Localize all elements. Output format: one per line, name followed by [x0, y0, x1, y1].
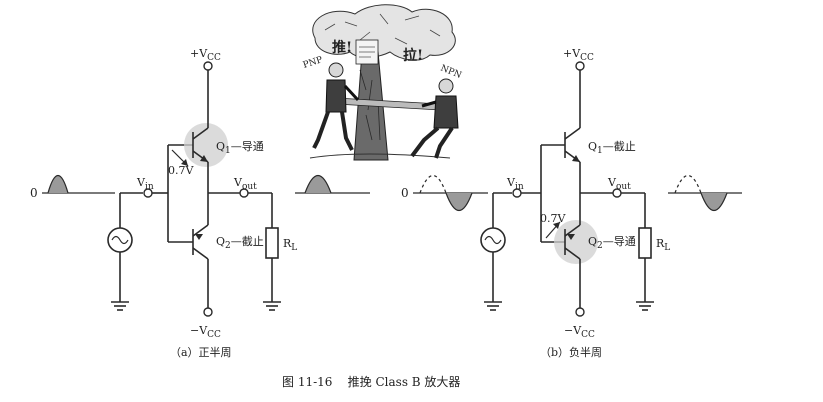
vout-label-b: Vout [607, 176, 631, 192]
zero-label-a: 0 [30, 186, 38, 200]
caption-b: （b）负半周 [540, 345, 602, 359]
vbe-label-a: 0.7V [168, 164, 194, 177]
vbe-arrow-b [545, 221, 561, 239]
push-shout: 推! [332, 39, 352, 56]
q2-label-a: Q2—截止 [216, 234, 264, 251]
vcc-plus-terminal-a [203, 61, 213, 71]
transistor-q2-b [554, 193, 598, 308]
vout-label-a: Vout [233, 176, 257, 192]
vbe-arrow-a [171, 149, 189, 167]
zero-label-b: 0 [401, 186, 409, 200]
transistor-q2-a [192, 193, 209, 308]
vcc-plus-label-a: +VCC [190, 47, 221, 63]
q1-label-a: Q1—导通 [216, 140, 264, 156]
vin-label-b: Vin [506, 176, 524, 192]
pull-shout: 拉! [403, 47, 423, 64]
caption-a: （a）正半周 [170, 345, 232, 359]
output-waveform-b [668, 174, 742, 212]
npn-label: NPN [439, 64, 463, 81]
ac-source-a [107, 193, 133, 311]
input-waveform-b: 0 [401, 174, 488, 212]
vcc-minus-terminal-a [203, 307, 213, 317]
vbe-label-b: 0.7V [540, 212, 566, 225]
pnp-label: PNP [302, 55, 324, 71]
ground-icon [111, 301, 129, 311]
load-resistor-a [263, 193, 281, 311]
vcc-plus-terminal-b [575, 61, 585, 71]
rl-label-a: RL [283, 237, 297, 253]
push-pull-cartoon: 推! 拉! PNP NPN [302, 4, 463, 161]
load-resistor-b [636, 193, 654, 311]
ac-source-b [480, 193, 506, 311]
vcc-minus-label-b: −VCC [564, 324, 595, 340]
circuit-b: 0 Vin Q1—截止 +VCC [401, 47, 742, 359]
tree-canopy [312, 4, 456, 61]
output-waveform-a [295, 174, 370, 194]
circuit-a: 0 Vin [30, 47, 370, 359]
transistor-q1-a [184, 70, 228, 193]
rl-label-b: RL [656, 237, 670, 253]
q2-label-b: Q2—导通 [588, 235, 636, 251]
input-waveform-a: 0 [30, 174, 115, 200]
transistor-q1-b [564, 70, 581, 193]
figure-caption: 图 11-16 推挽 Class B 放大器 [282, 374, 460, 389]
q1-label-b: Q1—截止 [588, 139, 636, 156]
pnp-person [312, 62, 360, 151]
vcc-minus-terminal-b [575, 307, 585, 317]
vcc-plus-label-b: +VCC [563, 47, 594, 63]
vcc-minus-label-a: −VCC [190, 324, 221, 340]
npn-person [410, 78, 459, 159]
vin-label-a: Vin [136, 176, 154, 192]
